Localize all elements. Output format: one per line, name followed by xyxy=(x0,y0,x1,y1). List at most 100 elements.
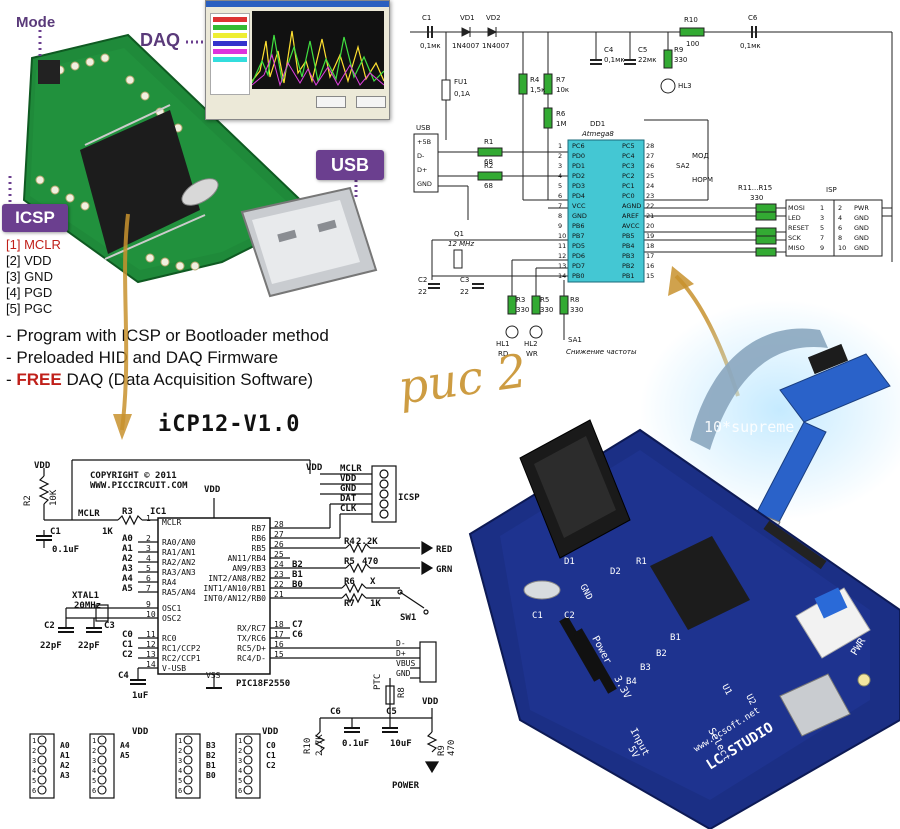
net-label: C7 xyxy=(292,620,303,630)
ru-pin-num: 20 xyxy=(646,222,654,230)
ru-hl1-value: RD xyxy=(498,350,508,358)
c6-label: C6 xyxy=(330,707,341,717)
lbl-b3: B3 xyxy=(640,663,651,673)
mclr-net: MCLR xyxy=(78,509,100,519)
ru-fu1: FU1 xyxy=(454,78,468,86)
header-pin-num: 2 xyxy=(238,747,242,755)
usb-net-label: GND xyxy=(396,669,411,678)
ic-pin-right: RB6 xyxy=(252,534,267,543)
ru-c1-value: 0,1мк xyxy=(420,42,441,50)
header-pin-num: 6 xyxy=(92,787,96,795)
icsp-pin-2: [2] VDD xyxy=(6,253,52,268)
isp-pin-num: 1 xyxy=(820,204,824,212)
ru-pin-pd3: PD3 xyxy=(572,182,585,190)
ru-pin-avcc: AVCC xyxy=(622,222,640,230)
r10-label: R10 xyxy=(303,738,313,754)
icsp-net-label: VDD xyxy=(340,474,357,484)
ru-pin-pb1: PB1 xyxy=(622,272,635,280)
c4-value: 1uF xyxy=(132,691,148,701)
ru-c5: C5 xyxy=(638,46,647,54)
ru-sa2: SA2 xyxy=(676,162,690,170)
isp-pin-miso: MISO xyxy=(788,244,805,252)
header-pin-num: 2 xyxy=(92,747,96,755)
ru-c4-value: 0,1мк xyxy=(604,56,625,64)
ru-r10-value: 100 xyxy=(686,40,699,48)
feature-3-dash: - xyxy=(6,370,17,389)
ru-r6-value: 1M xyxy=(556,120,567,128)
ic-pin-num: 2 xyxy=(146,534,151,543)
ru-pin-num: 4 xyxy=(558,172,562,180)
header-pin-num: 6 xyxy=(238,787,242,795)
ru-pin-num: 2 xyxy=(558,152,562,160)
ru-dd1-value: Atmega8 xyxy=(581,130,614,138)
site-url: WWW.PICCIRCUIT.COM xyxy=(90,481,188,491)
led-grn: GRN xyxy=(436,565,452,575)
ru-r11: R11...R15 xyxy=(738,184,772,192)
ru-vd1-value: 1N4007 xyxy=(452,42,480,50)
ic-pin-num: 6 xyxy=(146,574,151,583)
ru-r3: R3 xyxy=(516,296,525,304)
header-pin xyxy=(37,735,47,745)
net-label: C1 xyxy=(122,640,133,650)
icsp-header-label: ICSP xyxy=(398,493,420,503)
ru-q1-value: 12 MHz xyxy=(448,240,474,248)
header-pin xyxy=(97,755,107,765)
ru-pin-num: 18 xyxy=(646,242,654,250)
xtal-label: XTAL1 xyxy=(72,591,99,601)
header-pin-num: 1 xyxy=(32,737,36,745)
lbl-b1: B1 xyxy=(670,633,681,643)
mode-switch xyxy=(38,60,60,84)
ic-pin-num: 24 xyxy=(274,560,284,569)
sw1-label: SW1 xyxy=(400,613,416,623)
ic-pin-num: 28 xyxy=(274,520,284,529)
icsp-pin-5: [5] PGC xyxy=(6,301,53,316)
header-pin xyxy=(37,745,47,755)
ic-pin-left: MCLR xyxy=(162,518,181,527)
header-pin xyxy=(37,755,47,765)
isp-pin-num: 6 xyxy=(838,224,842,232)
icsp-pin-3: [3] GND xyxy=(6,269,53,284)
ru-pin-pb7: PB7 xyxy=(572,232,585,240)
board-photo-panel: Mode DAQ USB ICSP [1] MCLR [2] VDD [3] G… xyxy=(0,0,395,320)
ic-pin-num: 16 xyxy=(274,640,284,649)
header-pin xyxy=(183,735,193,745)
led-red: RED xyxy=(436,545,453,555)
isp-pin-num: 3 xyxy=(820,214,824,222)
vdd-icsp: VDD xyxy=(306,463,323,473)
header-pin-num: 4 xyxy=(92,767,96,775)
ru-pin-pb6: PB6 xyxy=(572,222,585,230)
c2-value: 22pF xyxy=(40,641,62,651)
ru-pin-pb0: PB0 xyxy=(572,272,585,280)
header-net-label: C0 xyxy=(266,741,276,750)
isp-pin-gnd: GND xyxy=(854,224,869,232)
ic-pin-num: 10 xyxy=(146,610,156,619)
daq-plot xyxy=(252,11,384,89)
isp-pin-num: 8 xyxy=(838,234,842,242)
ru-pin-num: 15 xyxy=(646,272,654,280)
ru-r4: R4 xyxy=(530,76,540,84)
ru-pin-num: 25 xyxy=(646,172,654,180)
ic-pin-num: 13 xyxy=(146,650,156,659)
header-pin-num: 4 xyxy=(238,767,242,775)
r7-value: 1K xyxy=(370,599,381,609)
header-pin-num: 3 xyxy=(238,757,242,765)
lbl-d2: D2 xyxy=(610,567,621,577)
net-label: A3 xyxy=(122,564,133,574)
usb-net-label: D+ xyxy=(396,649,406,658)
ic-pin-left: OSC1 xyxy=(162,604,181,613)
ru-vd2: VD2 xyxy=(486,14,501,22)
vdd-power: VDD xyxy=(422,697,439,707)
isp-pin-pwr: PWR xyxy=(854,204,869,212)
header-net-label: A3 xyxy=(60,771,70,780)
ru-hl1: HL1 xyxy=(496,340,510,348)
ic-pin-num: 26 xyxy=(274,540,284,549)
r5-label: R5 xyxy=(344,557,355,567)
ic-pin-left: RA4 xyxy=(162,578,177,587)
header-pin xyxy=(183,765,193,775)
ic-pin-num: 15 xyxy=(274,650,284,659)
ru-r1-value: 68 xyxy=(484,158,493,166)
ru-r9: R9 xyxy=(674,46,683,54)
r8-label: R8 xyxy=(397,687,407,698)
header-net-label: A5 xyxy=(120,751,130,760)
ru-pin-num: 3 xyxy=(558,162,562,170)
